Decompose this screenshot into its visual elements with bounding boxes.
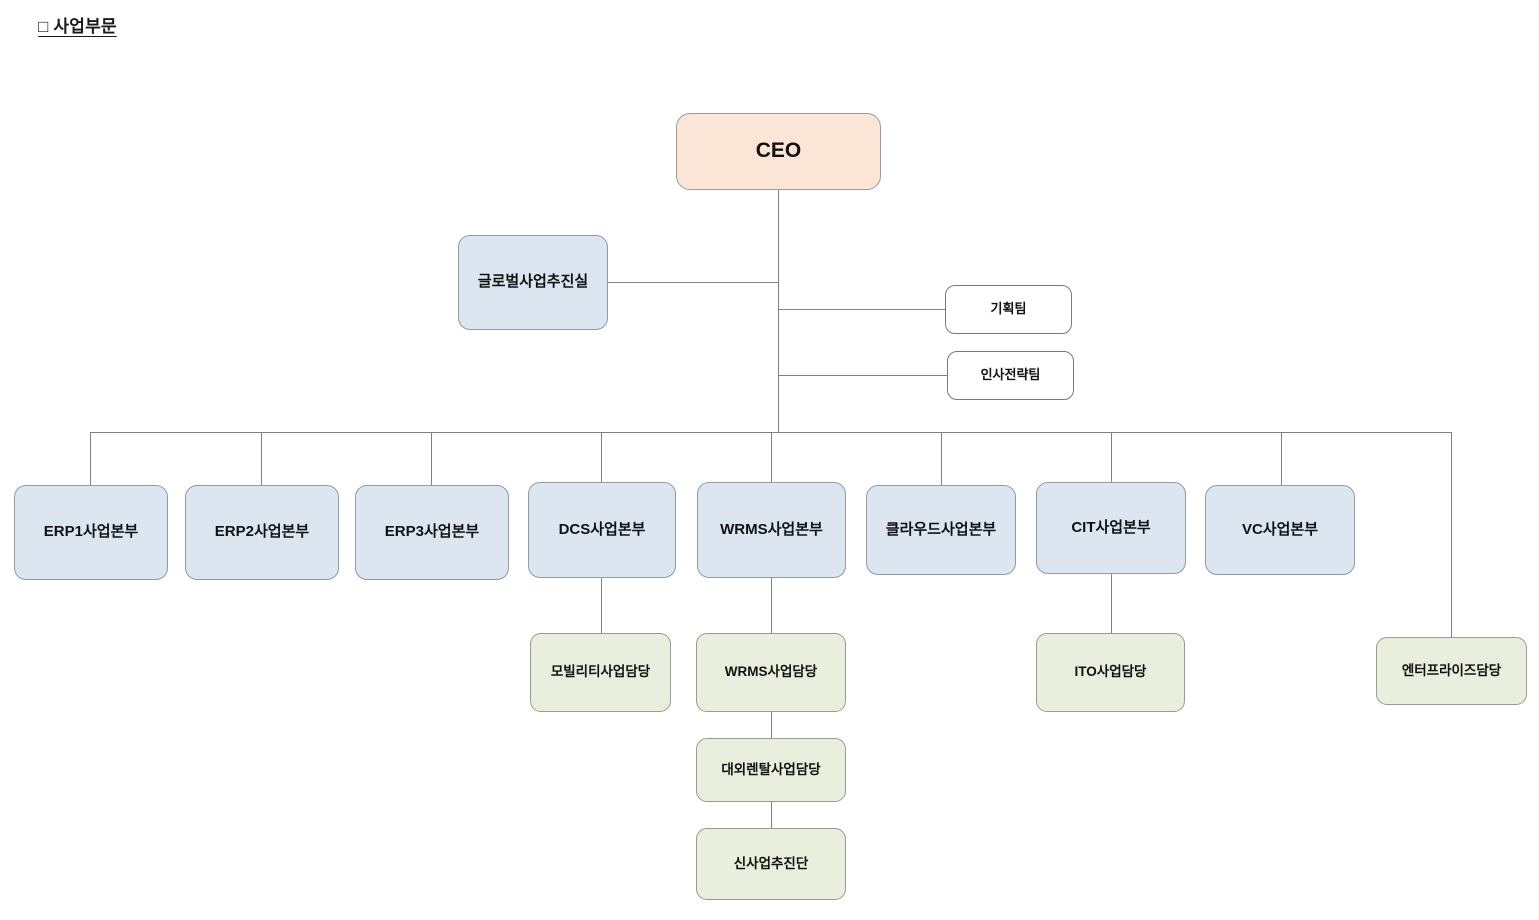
- node-global-business-office[interactable]: 글로벌사업추진실: [458, 235, 608, 330]
- connector-drop-erp3: [431, 432, 432, 485]
- connector-ceo-trunk: [778, 190, 779, 432]
- node-division-cloud-label: 클라우드사업본부: [885, 520, 997, 538]
- node-hr-strategy-team-label: 인사전략팀: [980, 367, 1041, 383]
- node-division-erp1-label: ERP1사업본부: [43, 523, 139, 541]
- node-department-newbiz[interactable]: 신사업추진단: [696, 828, 846, 900]
- node-ceo[interactable]: CEO: [676, 113, 881, 190]
- node-department-rental[interactable]: 대외렌탈사업담당: [696, 738, 846, 802]
- connector-drop-vc: [1281, 432, 1282, 485]
- node-division-erp3-label: ERP3사업본부: [384, 523, 480, 541]
- node-division-erp2[interactable]: ERP2사업본부: [185, 485, 339, 580]
- node-department-rental-label: 대외렌탈사업담당: [721, 761, 821, 777]
- node-department-enterprise-label: 엔터프라이즈담당: [1401, 662, 1502, 678]
- node-division-cit[interactable]: CIT사업본부: [1036, 482, 1186, 574]
- connector-global-office: [608, 282, 778, 283]
- connector-dcs-to-mobility: [601, 578, 602, 633]
- connector-drop-wrms: [771, 432, 772, 482]
- connector-drop-erp2: [261, 432, 262, 485]
- node-department-enterprise[interactable]: 엔터프라이즈담당: [1376, 637, 1527, 705]
- connector-cit-to-ito: [1111, 574, 1112, 633]
- node-division-erp1[interactable]: ERP1사업본부: [14, 485, 168, 580]
- node-division-cloud[interactable]: 클라우드사업본부: [866, 485, 1016, 575]
- node-global-business-office-label: 글로벌사업추진실: [477, 273, 589, 291]
- node-division-erp3[interactable]: ERP3사업본부: [355, 485, 509, 580]
- node-ceo-label: CEO: [755, 139, 802, 163]
- node-planning-team-label: 기획팀: [990, 301, 1027, 317]
- connector-drop-cit: [1111, 432, 1112, 482]
- node-department-wrms[interactable]: WRMS사업담당: [696, 633, 846, 712]
- node-hr-strategy-team[interactable]: 인사전략팀: [947, 351, 1074, 400]
- connector-rental-to-newbiz: [771, 802, 772, 828]
- node-division-vc[interactable]: VC사업본부: [1205, 485, 1355, 575]
- node-department-wrms-label: WRMS사업담당: [724, 664, 818, 680]
- node-department-newbiz-label: 신사업추진단: [733, 855, 809, 871]
- connector-planning-team: [778, 309, 945, 310]
- node-department-ito[interactable]: ITO사업담당: [1036, 633, 1185, 712]
- connector-drop-enterprise: [1451, 432, 1452, 637]
- node-division-wrms[interactable]: WRMS사업본부: [697, 482, 846, 578]
- node-planning-team[interactable]: 기획팀: [945, 285, 1072, 334]
- node-department-mobility-label: 모빌리티사업담당: [550, 664, 651, 680]
- connector-wrmsdept-to-rental: [771, 712, 772, 738]
- node-division-wrms-label: WRMS사업본부: [720, 520, 823, 538]
- connector-drop-dcs: [601, 432, 602, 482]
- connector-wrms-to-wrmsdept: [771, 578, 772, 633]
- page-title: □ 사업부문: [38, 17, 117, 36]
- connector-hr-team: [778, 375, 947, 376]
- connector-drop-erp1: [90, 432, 91, 485]
- node-division-vc-label: VC사업본부: [1241, 520, 1319, 538]
- node-department-mobility[interactable]: 모빌리티사업담당: [530, 633, 671, 712]
- connector-drop-cloud: [941, 432, 942, 485]
- node-division-erp2-label: ERP2사업본부: [214, 523, 310, 541]
- node-division-dcs-label: DCS사업본부: [558, 520, 646, 538]
- node-division-cit-label: CIT사업본부: [1071, 518, 1151, 536]
- node-division-dcs[interactable]: DCS사업본부: [528, 482, 676, 578]
- node-department-ito-label: ITO사업담당: [1074, 664, 1147, 680]
